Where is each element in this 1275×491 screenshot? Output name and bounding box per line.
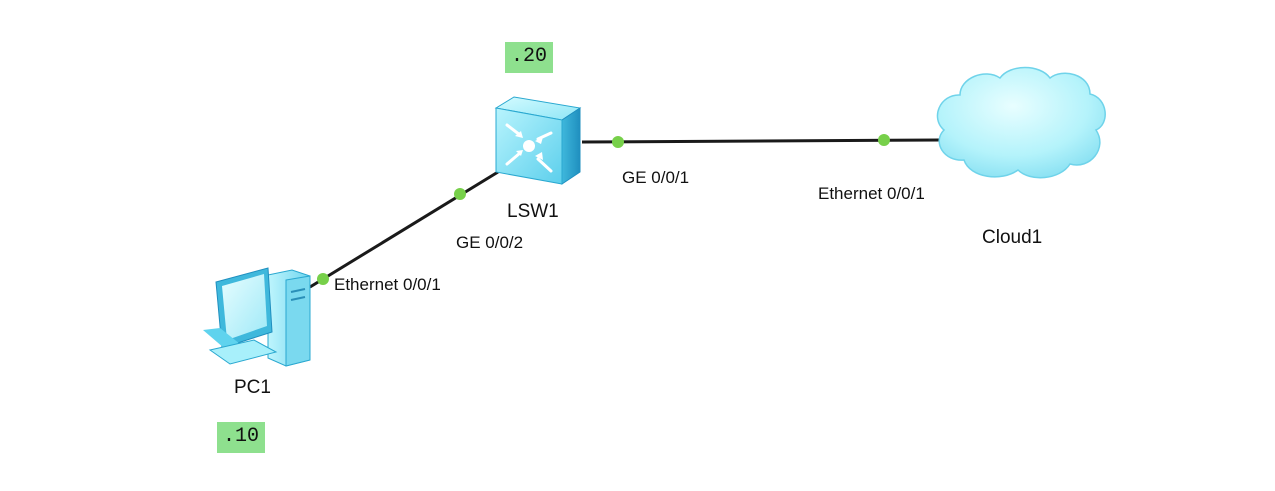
port-dot-cloud1-eth[interactable] [878, 134, 890, 146]
switch-icon[interactable] [494, 96, 582, 185]
port-label-pc1-eth: Ethernet 0/0/1 [334, 275, 441, 294]
pc-icon[interactable] [203, 267, 311, 367]
port-dot-lsw1-ge2[interactable] [454, 188, 466, 200]
link-pc1-lsw1[interactable] [309, 170, 499, 289]
port-label-cloud1-eth: Ethernet 0/0/1 [818, 184, 925, 203]
port-dot-pc1-eth[interactable] [317, 273, 329, 285]
device-label-pc1: PC1 [234, 377, 271, 398]
ip-note-lsw1[interactable]: .20 [505, 42, 554, 73]
device-label-lsw1: LSW1 [507, 201, 559, 222]
port-dot-lsw1-ge1[interactable] [612, 136, 624, 148]
device-label-cloud1: Cloud1 [982, 227, 1043, 248]
ip-note-pc1[interactable]: .10 [217, 422, 266, 453]
cloud-icon[interactable] [936, 66, 1106, 179]
port-label-lsw1-ge1: GE 0/0/1 [622, 168, 690, 187]
port-label-lsw1-ge2: GE 0/0/2 [456, 233, 524, 252]
